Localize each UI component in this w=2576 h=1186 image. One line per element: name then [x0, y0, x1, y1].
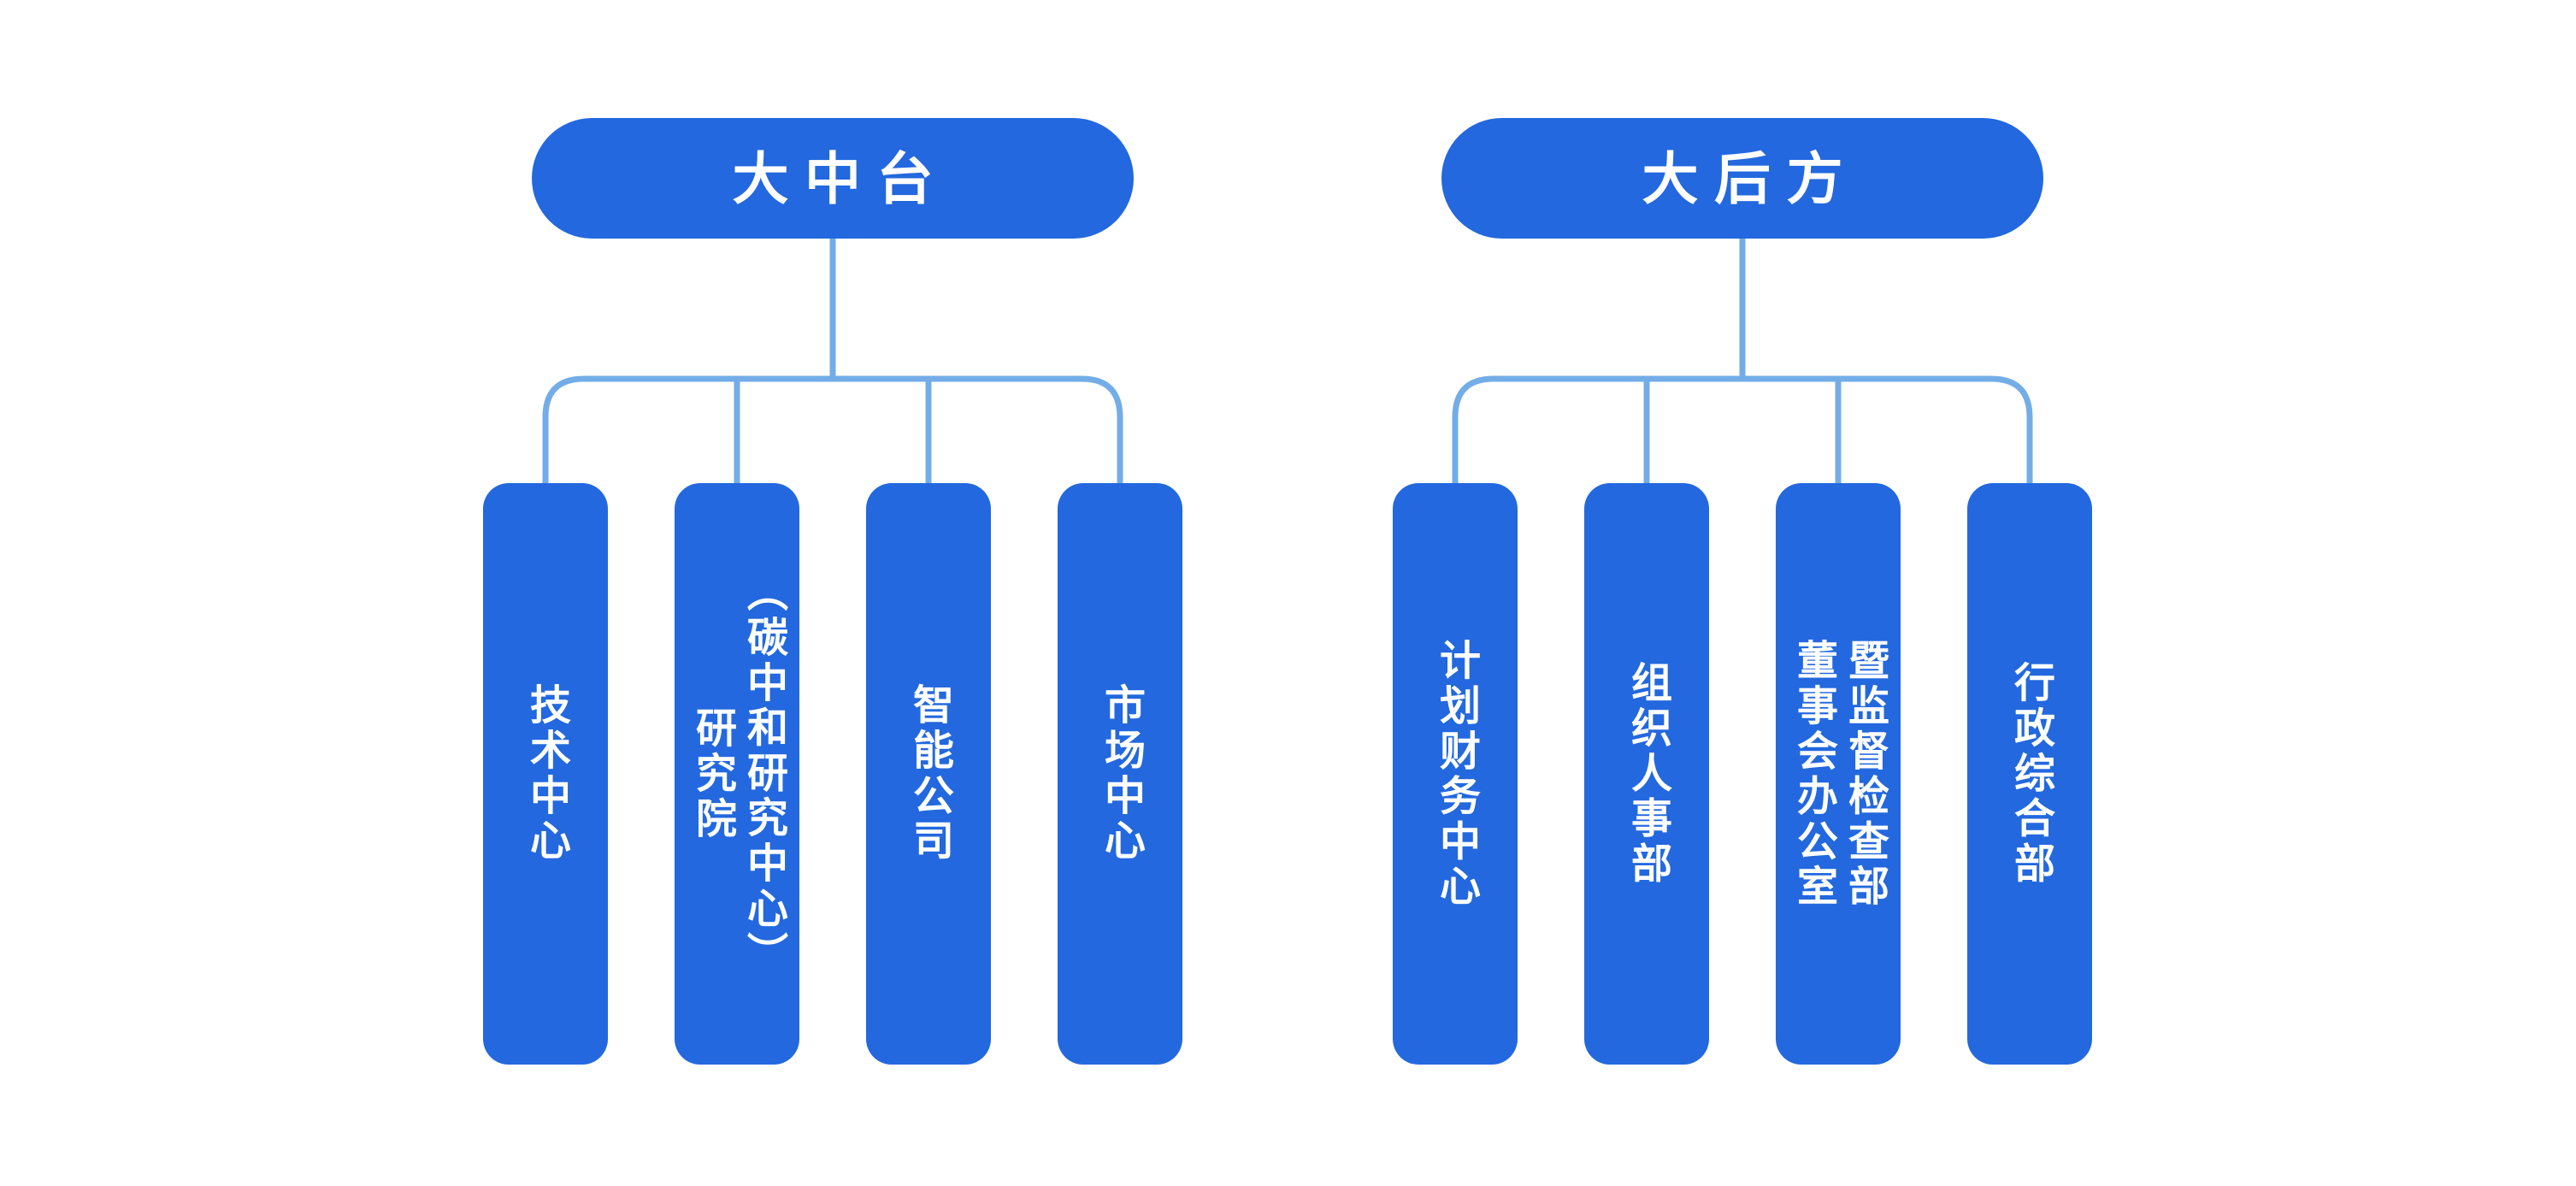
group2-child-label-3: 董事会办公室 暨监督检查部: [1790, 638, 1887, 910]
group2-child-label-2: 组织人事部: [1624, 661, 1670, 887]
group2-header-label: 大后方: [1642, 146, 1859, 210]
group1-header-label: 大中台: [732, 146, 949, 210]
group2-header-node[interactable]: 大后方: [1441, 118, 2043, 239]
group1-child-label-1: 技术中心: [523, 683, 569, 864]
group2-child-node-4[interactable]: 行政综合部: [1967, 483, 2092, 1065]
group1-connectors: [542, 235, 1123, 486]
group2-connectors: [1452, 235, 2033, 486]
group2-child-node-3[interactable]: 董事会办公室 暨监督检查部: [1776, 483, 1901, 1065]
group1-child-label-4: 市场中心: [1098, 683, 1143, 864]
group2-child-node-1[interactable]: 计划财务中心: [1393, 483, 1518, 1065]
group1-child-node-4[interactable]: 市场中心: [1058, 483, 1182, 1065]
group2-child-node-2[interactable]: 组织人事部: [1584, 483, 1709, 1065]
group2-child-label-4: 行政综合部: [2007, 661, 2053, 887]
group1-bus: [542, 375, 1123, 486]
group1-child-label-3: 智能公司: [906, 683, 952, 864]
group1-child-node-3[interactable]: 智能公司: [866, 483, 991, 1065]
group1-header-node[interactable]: 大中台: [532, 118, 1134, 239]
group1-child-node-2[interactable]: 研究院 （碳中和研究中心）: [675, 483, 799, 1065]
group1-child-node-1[interactable]: 技术中心: [483, 483, 608, 1065]
group2-bus: [1452, 375, 2033, 486]
group2-child-label-1: 计划财务中心: [1433, 638, 1478, 910]
group1-child-label-2: 研究院 （碳中和研究中心）: [689, 570, 786, 977]
